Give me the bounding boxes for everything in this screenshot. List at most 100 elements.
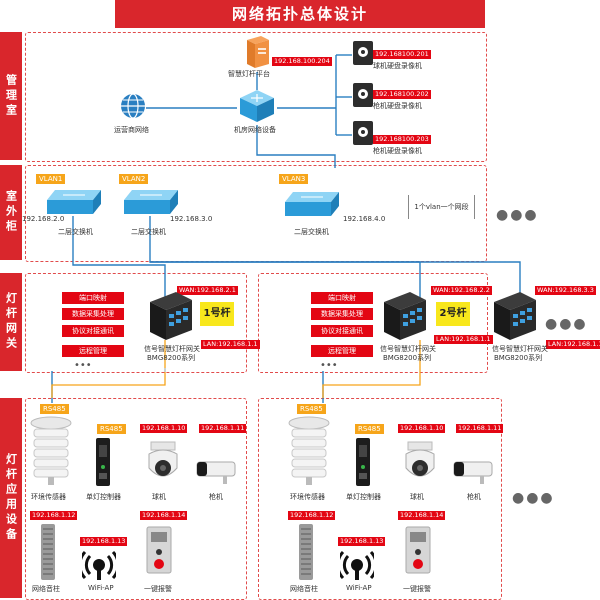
bullet-label: 枪机 [209, 493, 223, 501]
nvr-ip-2: 192.168100.202 [373, 90, 431, 99]
core-switch-icon [238, 88, 276, 124]
nvr-label-1: 球机硬盘录像机 [373, 62, 422, 70]
speaker-ip: 192.168.1.12 [288, 511, 336, 520]
gw2-wan: WAN:192.168.2.2 [431, 286, 492, 295]
more-indicator: ●●● [512, 490, 555, 506]
gw2-lan: LAN:192.168.1.1 [434, 335, 493, 344]
gw1-model: BMG8200系列 [147, 354, 196, 362]
alarm-ip: 192.168.1.14 [398, 511, 446, 520]
pole-tag-1: 1号杆 [200, 302, 234, 326]
weather-sensor-icon [288, 415, 330, 485]
nvr-ip-1: 192.168100.201 [373, 50, 431, 59]
globe-icon [119, 92, 147, 120]
gateway1-section [25, 273, 247, 373]
nvr-label-3: 枪机硬盘录像机 [373, 147, 422, 155]
rs485-tag: RS485 [40, 404, 69, 414]
gw1-lan: LAN:192.168.1.1 [201, 340, 260, 349]
core-label: 机房网络设备 [234, 126, 276, 134]
vlan-tag: VLAN2 [119, 174, 149, 184]
gateway2-section [258, 273, 488, 373]
dome-ip: 192.168.1.10 [140, 424, 188, 433]
page-title: 网络拓扑总体设计 [115, 0, 485, 28]
sensor-label: 环境传感器 [290, 493, 325, 501]
operator-label: 运营商网络 [114, 126, 149, 134]
func-btn: 数据采集处理 [311, 308, 373, 320]
mgmt-section [25, 32, 487, 162]
alarm-button-icon [145, 526, 173, 574]
alarm-ip: 192.168.1.14 [140, 511, 188, 520]
platform-ip: 192.168.100.204 [272, 57, 332, 66]
func-btn: 协议对接通讯 [62, 325, 124, 337]
wifi-icon [340, 548, 374, 582]
gw3-wan: WAN:192.168.3.3 [535, 286, 596, 295]
gateway-icon [380, 290, 430, 342]
gw1-name: 信号智慧灯杆网关 [144, 345, 200, 353]
func-btn: 端口映射 [311, 292, 373, 304]
bullet-camera-icon [452, 458, 498, 486]
switch-label: 二层交换机 [58, 228, 93, 236]
platform-label: 智慧灯杆平台 [228, 70, 270, 78]
func-btn: 远程管理 [311, 345, 373, 357]
side-label-cabinet: 室外柜 [0, 165, 22, 260]
more-indicator: ••• [74, 360, 92, 371]
dome-label: 球机 [152, 493, 166, 501]
bullet-ip: 192.168.1.11 [199, 424, 247, 433]
switch-ip: 192.168.3.0 [170, 215, 213, 223]
side-label-mgmt: 管理室 [0, 32, 22, 160]
server-icon [243, 34, 271, 70]
switch-label: 二层交换机 [131, 228, 166, 236]
func-btn: 协议对接通讯 [311, 325, 373, 337]
func-btn: 端口映射 [62, 292, 124, 304]
wifi-label: WiFi-AP [346, 584, 372, 592]
nvr-ip-3: 192.168100.203 [373, 135, 431, 144]
lamp-controller-icon [355, 437, 371, 487]
switch-ip: 192.168.4.0 [343, 215, 386, 223]
speaker-column-icon [298, 523, 314, 581]
alarm-label: 一键报警 [144, 585, 172, 593]
gw2-name: 信号智慧灯杆网关 [380, 345, 436, 353]
dome-ip: 192.168.1.10 [398, 424, 446, 433]
gw1-wan: WAN:192.168.2.1 [177, 286, 238, 295]
weather-sensor-icon [30, 415, 72, 485]
lamp-controller-icon [95, 437, 111, 487]
bullet-camera-icon [195, 458, 241, 486]
nvr-icon [352, 82, 374, 108]
switch-icon [122, 188, 180, 216]
rs485-tag: RS485 [297, 404, 326, 414]
wifi-ip: 192.168.1.13 [338, 537, 386, 546]
controller-label: 单灯控制器 [346, 493, 381, 501]
speaker-ip: 192.168.1.12 [30, 511, 78, 520]
vlan-note: 1个vlan一个网段 [414, 203, 469, 211]
func-btn: 数据采集处理 [62, 308, 124, 320]
wifi-label: WiFi-AP [88, 584, 114, 592]
gw3-lan: LAN:192.168.1.1 [546, 340, 600, 349]
controller-label: 单灯控制器 [86, 493, 121, 501]
vlan-tag: VLAN3 [279, 174, 309, 184]
speaker-label: 网络音柱 [32, 585, 60, 593]
rs485-tag: RS485 [97, 424, 126, 434]
gw3-name: 信号智慧灯杆网关 [492, 345, 548, 353]
side-label-devices: 灯杆应用设备 [0, 398, 22, 598]
vlan-tag: VLAN1 [36, 174, 66, 184]
wifi-ip: 192.168.1.13 [80, 537, 128, 546]
func-btn: 远程管理 [62, 345, 124, 357]
nvr-icon [352, 120, 374, 146]
bullet-label: 枪机 [467, 493, 481, 501]
dome-camera-icon [143, 440, 183, 485]
gateway-icon [146, 290, 196, 342]
speaker-label: 网络音柱 [290, 585, 318, 593]
switch-label: 二层交换机 [294, 228, 329, 236]
more-indicator: ●●● [496, 207, 539, 223]
alarm-button-icon [404, 526, 432, 574]
dome-label: 球机 [410, 493, 424, 501]
gw3-model: BMG8200系列 [494, 354, 543, 362]
gw2-model: BMG8200系列 [383, 354, 432, 362]
rs485-tag: RS485 [355, 424, 384, 434]
speaker-column-icon [40, 523, 56, 581]
gateway-icon [490, 290, 540, 342]
dome-camera-icon [400, 440, 440, 485]
bullet-ip: 192.168.1.11 [456, 424, 504, 433]
more-indicator: ••• [320, 360, 338, 371]
nvr-icon [352, 40, 374, 66]
